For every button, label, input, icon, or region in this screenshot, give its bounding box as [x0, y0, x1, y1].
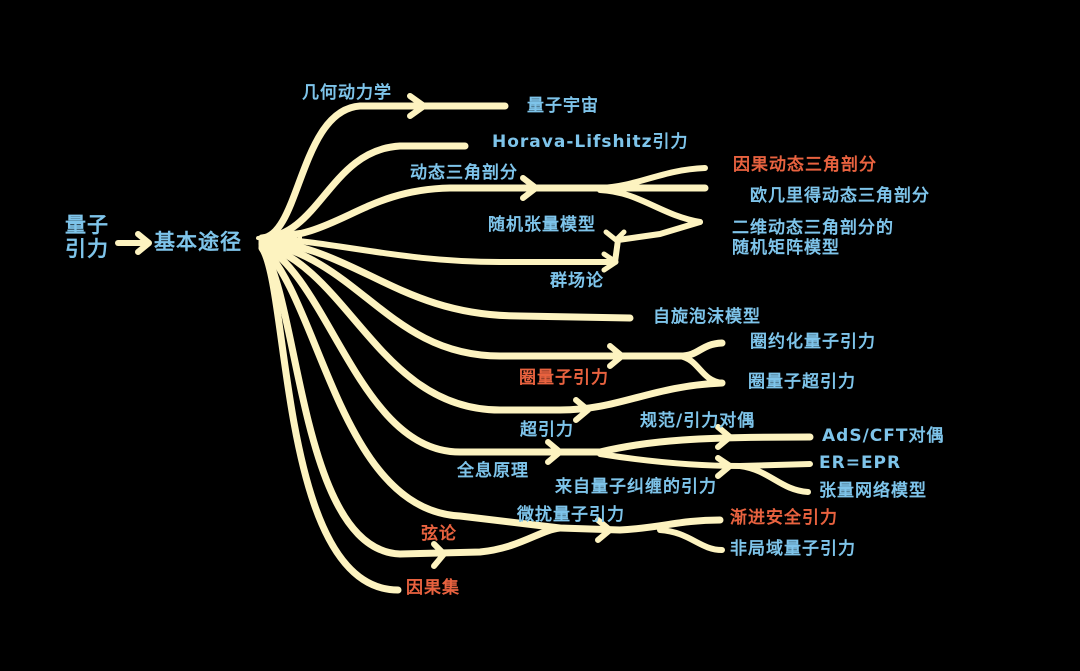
- node-geometrodynamics: 几何动力学: [302, 83, 392, 103]
- node-2d-dt-random-matrix: 二维动态三角剖分的 随机矩阵模型: [732, 218, 894, 258]
- node-gauge-gravity-duality: 规范/引力对偶: [640, 411, 756, 431]
- node-2d-dt-random-matrix-line2: 随机矩阵模型: [732, 237, 840, 258]
- root-label-line1: 量子: [65, 213, 109, 237]
- node-horava-lifshitz: Horava-Lifshitz引力: [492, 132, 689, 152]
- node-loop-quantum-gravity: 圈量子引力: [519, 368, 609, 388]
- node-random-tensor-model: 随机张量模型: [488, 215, 596, 235]
- node-quantum-cosmology: 量子宇宙: [527, 96, 599, 116]
- node-spin-foam-model: 自旋泡沫模型: [653, 307, 761, 327]
- node-loop-quantum-supergravity: 圈量子超引力: [748, 372, 856, 392]
- node-2d-dt-random-matrix-line1: 二维动态三角剖分的: [732, 218, 894, 238]
- node-holographic-principle: 全息原理: [457, 461, 529, 481]
- node-causal-dynamical-triangulation: 因果动态三角剖分: [733, 155, 877, 175]
- node-supergravity: 超引力: [520, 420, 574, 440]
- node-loop-reduced-quantum-gravity: 圈约化量子引力: [750, 332, 876, 352]
- node-asymptotic-safety: 渐进安全引力: [730, 508, 838, 528]
- root-node-quantum-gravity: 量子 引力: [65, 213, 109, 261]
- root-arrow-head: [135, 231, 152, 255]
- node-euclidean-dynamical-triangulation: 欧几里得动态三角剖分: [750, 186, 930, 206]
- node-tensor-network-model: 张量网络模型: [819, 481, 927, 501]
- node-ads-cft: AdS/CFT对偶: [822, 426, 945, 446]
- node-causal-sets: 因果集: [406, 578, 460, 598]
- node-nonlocal-quantum-gravity: 非局域量子引力: [730, 539, 856, 559]
- node-er-epr: ER=EPR: [819, 453, 902, 473]
- node-gravity-from-entanglement: 来自量子纠缠的引力: [555, 477, 717, 497]
- node-dynamical-triangulation: 动态三角剖分: [410, 163, 518, 183]
- node-string-theory: 弦论: [421, 524, 457, 544]
- node-group-field-theory: 群场论: [550, 271, 604, 291]
- node-perturbative-quantum-gravity: 微扰量子引力: [517, 505, 625, 525]
- hub-node-basic-approaches: 基本途径: [154, 230, 242, 254]
- root-label-line2: 引力: [65, 237, 109, 262]
